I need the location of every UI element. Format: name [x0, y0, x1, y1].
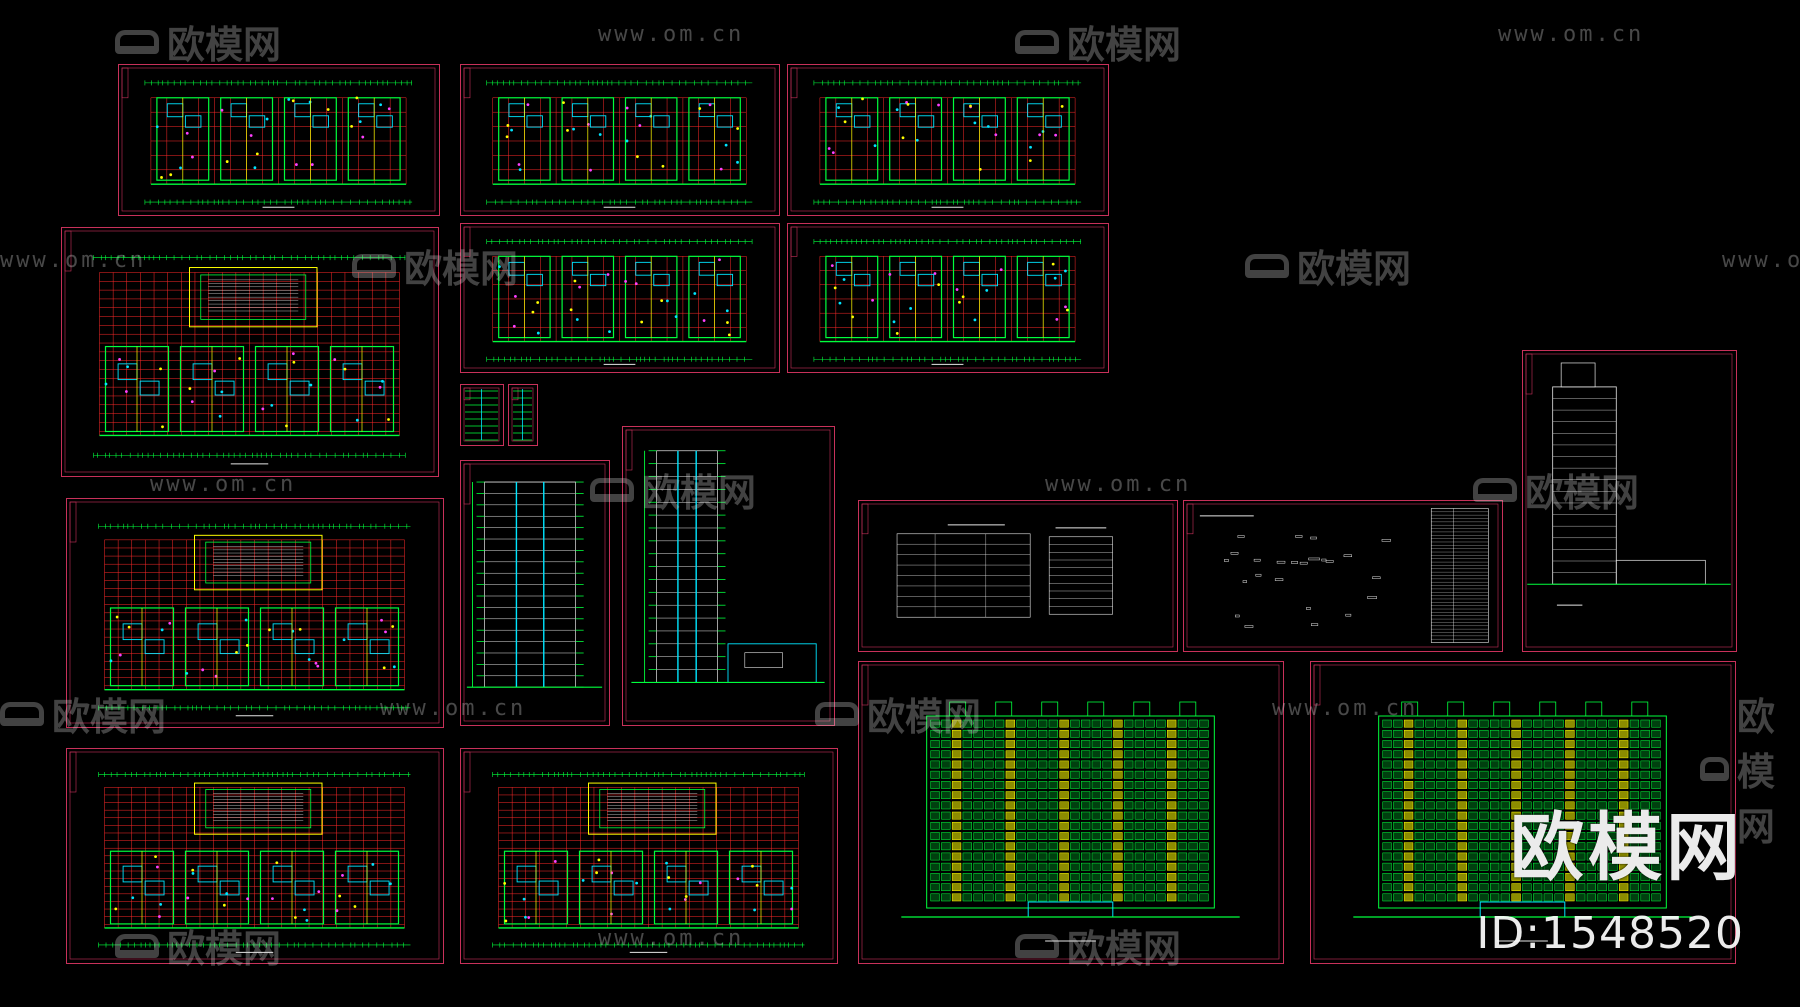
sofa-logo-icon [352, 253, 396, 278]
schedule-sheet [1183, 500, 1503, 652]
watermark-url: www.om.cn [0, 248, 147, 273]
floor-plan-2-drawing [463, 67, 776, 212]
sofa-logo-icon [1245, 253, 1289, 278]
detail-small-2-drawing [511, 387, 534, 442]
site-plan-4-drawing [463, 751, 834, 960]
front-elevation-1 [858, 661, 1284, 964]
watermark-brand-text: 欧模网 [404, 247, 519, 291]
watermark-url: www.om.cn [1045, 472, 1192, 497]
watermark-url: www.om.cn [380, 696, 527, 721]
watermark-brand: 欧模网 [115, 14, 281, 69]
sofa-logo-icon [815, 701, 859, 726]
front-elevation-2-drawing [1313, 664, 1732, 960]
floor-plan-1 [118, 64, 440, 216]
floor-plan-5-drawing [790, 226, 1105, 369]
site-plan-3 [66, 748, 444, 964]
site-plan-1-drawing [64, 230, 435, 473]
floor-plan-4-drawing [463, 226, 776, 369]
watermark-brand-text: 欧模网 [1067, 23, 1182, 67]
watermark-brand-text: 欧模网 [1736, 695, 1775, 849]
watermark-brand-text: 欧模网 [167, 23, 282, 67]
watermark-url: www.om.cn [598, 22, 745, 47]
watermark-url: www.om.cn [150, 472, 297, 497]
sofa-logo-icon [1473, 477, 1517, 502]
watermark-brand: 欧模网 [1700, 686, 1800, 851]
watermark-brand-text: 欧模网 [52, 695, 167, 739]
front-elevation-2 [1310, 661, 1736, 964]
watermark-brand-text: 欧模网 [167, 927, 282, 971]
watermark-url: www.om.cn [598, 926, 745, 951]
site-plan-1 [61, 227, 439, 477]
floor-plan-5 [787, 223, 1109, 373]
watermark-brand: 欧模网 [1015, 918, 1181, 973]
section-1-drawing [463, 463, 606, 722]
floor-plan-3-drawing [790, 67, 1105, 212]
notes-sheet-drawing [861, 503, 1174, 648]
floor-plan-2 [460, 64, 780, 216]
watermark-url: www.om.cn [1272, 696, 1419, 721]
floor-plan-3 [787, 64, 1109, 216]
sofa-logo-icon [590, 477, 634, 502]
detail-small-1-drawing [463, 387, 500, 442]
site-plan-2 [66, 498, 444, 728]
floor-plan-4 [460, 223, 780, 373]
watermark-brand: 欧模网 [1015, 14, 1181, 69]
watermark-brand: 欧模网 [590, 462, 756, 517]
brand-overlay: 欧模网 [1510, 805, 1744, 891]
site-plan-3-drawing [69, 751, 440, 960]
watermark-brand-text: 欧模网 [1297, 247, 1412, 291]
watermark-brand-text: 欧模网 [867, 695, 982, 739]
site-plan-2-drawing [69, 501, 440, 724]
detail-small-1 [460, 384, 504, 446]
sofa-logo-icon [1700, 756, 1729, 781]
detail-small-2 [508, 384, 538, 446]
sofa-logo-icon [1015, 29, 1059, 54]
watermark-brand: 欧模网 [1245, 238, 1411, 293]
section-2 [622, 426, 835, 726]
front-elevation-1-drawing [861, 664, 1280, 960]
side-elevation-drawing [1525, 353, 1733, 648]
watermark-url: www.om.cn [1498, 22, 1645, 47]
section-2-drawing [625, 429, 831, 722]
notes-sheet [858, 500, 1178, 652]
floor-plan-1-drawing [121, 67, 436, 212]
watermark-brand-text: 欧模网 [1525, 471, 1640, 515]
sofa-logo-icon [0, 701, 44, 726]
watermark-url: www.om.cn [1722, 248, 1800, 273]
site-plan-4 [460, 748, 838, 964]
side-elevation [1522, 350, 1737, 652]
schedule-sheet-drawing [1186, 503, 1499, 648]
watermark-brand: 欧模网 [815, 686, 981, 741]
sofa-logo-icon [1015, 933, 1059, 958]
watermark-brand: 欧模网 [352, 238, 518, 293]
section-1 [460, 460, 610, 726]
watermark-brand: 欧模网 [0, 686, 166, 741]
watermark-brand-text: 欧模网 [642, 471, 757, 515]
asset-id-label: ID:1548520 [1476, 908, 1744, 959]
sofa-logo-icon [115, 933, 159, 958]
watermark-brand: 欧模网 [115, 918, 281, 973]
sofa-logo-icon [115, 29, 159, 54]
watermark-brand-text: 欧模网 [1067, 927, 1182, 971]
watermark-brand: 欧模网 [1473, 462, 1639, 517]
